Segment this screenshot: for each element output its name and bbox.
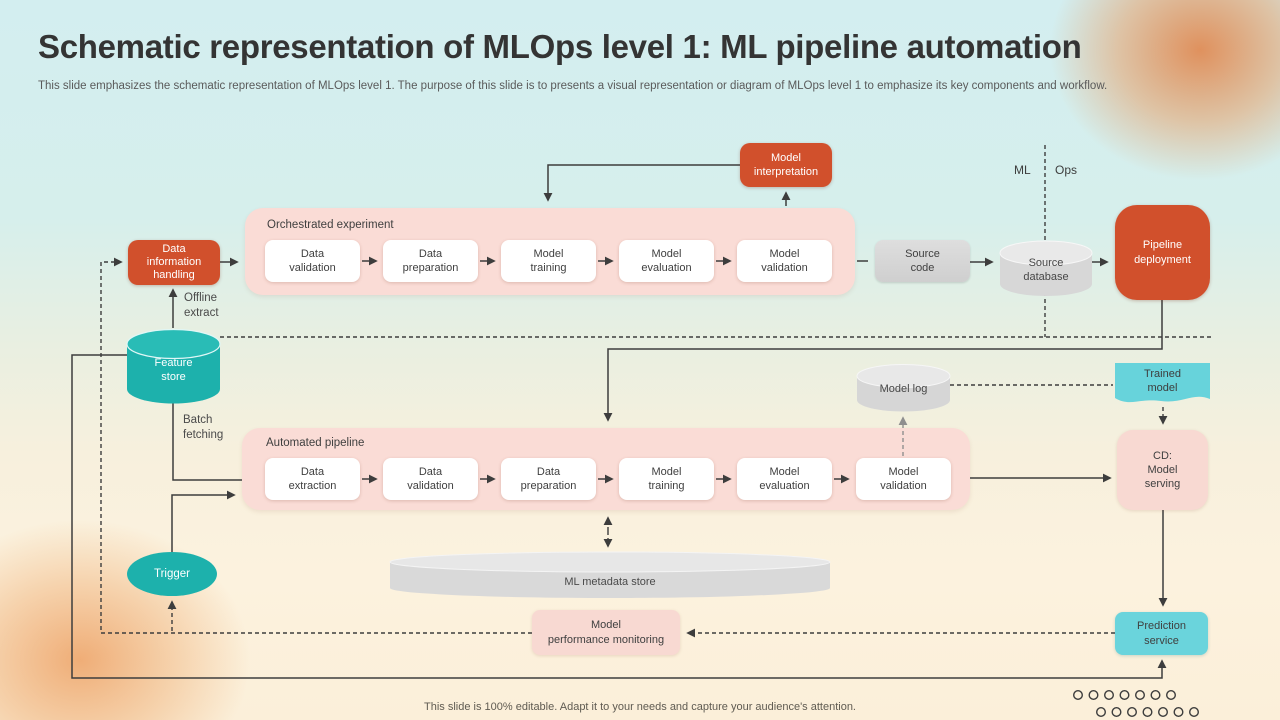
orchestrated-step-model-training: Model training [501,240,596,282]
page-title: Schematic representation of MLOps level … [38,28,1082,65]
node-prediction-service: Prediction service [1115,612,1208,655]
node-cd-model-serving: CD: Model serving [1117,430,1208,510]
orchestrated-step-model-validation: Model validation [737,240,832,282]
model-log-label: Model log [879,383,928,395]
node-data-information-handling: Data information handling [128,240,220,285]
node-source-code: Source code [875,240,970,282]
ml-metadata-store-label: ML metadata store [564,576,656,588]
automated-pipeline-label: Automated pipeline [266,437,365,449]
trigger-label: Trigger [154,568,190,580]
orchestrated-step-data-preparation: Data preparation [383,240,478,282]
node-model-interpretation: Model interpretation [740,143,832,187]
automated-step-model-training: Model training [619,458,714,500]
ops-side-label: Ops [1055,163,1078,177]
orchestrated-experiment-label: Orchestrated experiment [267,219,394,231]
orchestrated-step-model-evaluation: Model evaluation [619,240,714,282]
automated-step-data-validation: Data validation [383,458,478,500]
orchestrated-step-data-validation: Data validation [265,240,360,282]
automated-step-data-extraction: Data extraction [265,458,360,500]
automated-step-model-validation: Model validation [856,458,951,500]
offline-extract-label: Offline extract [184,292,219,319]
ml-side-label: ML [1014,163,1031,177]
feature-store-label: Feature store [154,357,193,384]
batch-fetching-label: Batch fetching [183,414,224,441]
footer-note: This slide is 100% editable. Adapt it to… [424,701,856,713]
automated-step-data-preparation: Data preparation [501,458,596,500]
automated-step-model-evaluation: Model evaluation [737,458,832,500]
node-pipeline-deployment: Pipeline deployment [1115,205,1210,300]
source-database-label: Source database [1023,257,1069,284]
trained-model-label: Trained model [1144,368,1181,395]
slide-subtitle: This slide emphasizes the schematic repr… [38,80,1108,92]
decorative-blob-bottom-left [0,520,250,720]
node-model-performance-monitoring: Model performance monitoring [532,610,680,655]
